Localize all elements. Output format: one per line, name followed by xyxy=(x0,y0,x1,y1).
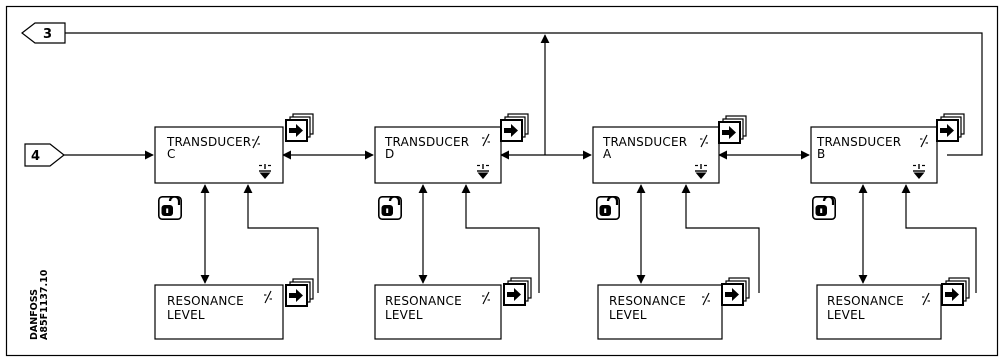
transducer-c-title: TRANSDUCER xyxy=(166,135,251,149)
transducer-b-return-line xyxy=(901,184,977,293)
transducer-d-title: TRANSDUCER xyxy=(384,135,469,149)
transducer-d-group: TRANSDUCER D RESONANCE LEVEL xyxy=(374,113,540,340)
resonance-b-label-2: LEVEL xyxy=(827,308,865,322)
transducer-d-return-line xyxy=(461,184,540,293)
transducer-a-letter: A xyxy=(603,147,612,161)
resonance-c-label-1: RESONANCE xyxy=(167,294,244,308)
transducer-a-title: TRANSDUCER xyxy=(602,135,687,149)
drawing-code: DANFOSS A85F1137.10 xyxy=(29,269,50,340)
enter-icon[interactable] xyxy=(718,115,747,144)
transducer-b-group: TRANSDUCER B RESONANCE LEVEL xyxy=(810,113,977,340)
transducer-a-return-line xyxy=(681,184,760,293)
resonance-b-box[interactable] xyxy=(816,284,942,340)
transducer-c-group: TRANSDUCER C RESONANCE LEVEL xyxy=(154,113,319,340)
enter-icon[interactable] xyxy=(721,277,750,306)
resonance-d-label-1: RESONANCE xyxy=(385,294,462,308)
password-lock-icon xyxy=(378,196,402,220)
password-lock-icon xyxy=(596,196,620,220)
enter-icon[interactable] xyxy=(503,277,532,306)
transducer-c-letter: C xyxy=(167,147,176,161)
enter-icon[interactable] xyxy=(285,113,314,142)
password-lock-icon xyxy=(158,196,182,220)
transducer-b-title: TRANSDUCER xyxy=(816,135,901,149)
transducer-d-letter: D xyxy=(385,147,394,161)
enter-icon[interactable] xyxy=(285,278,314,307)
connector-3-label: 3 xyxy=(43,27,52,42)
password-lock-icon xyxy=(812,196,836,220)
resonance-c-label-2: LEVEL xyxy=(167,308,205,322)
transducer-c-return-line xyxy=(243,184,319,293)
resonance-a-box[interactable] xyxy=(597,284,723,340)
resonance-d-label-2: LEVEL xyxy=(385,308,423,322)
connector-4 xyxy=(24,143,65,167)
transducer-b-letter: B xyxy=(817,147,825,161)
return-line xyxy=(65,32,983,156)
resonance-d-box[interactable] xyxy=(374,284,502,340)
enter-icon[interactable] xyxy=(500,113,529,142)
resonance-a-label-2: LEVEL xyxy=(609,308,647,322)
transducer-a-group: TRANSDUCER A RESONANCE LEVEL xyxy=(592,115,760,340)
drawing-code-line-1: DANFOSS xyxy=(29,289,40,340)
connector-4-label: 4 xyxy=(31,149,40,164)
resonance-a-label-1: RESONANCE xyxy=(609,294,686,308)
resonance-b-label-1: RESONANCE xyxy=(827,294,904,308)
resonance-c-box[interactable] xyxy=(154,284,284,340)
diagram-frame xyxy=(5,5,999,357)
drawing-code-line-2: A85F1137.10 xyxy=(39,269,50,340)
enter-icon[interactable] xyxy=(936,113,965,142)
enter-icon[interactable] xyxy=(941,277,970,306)
